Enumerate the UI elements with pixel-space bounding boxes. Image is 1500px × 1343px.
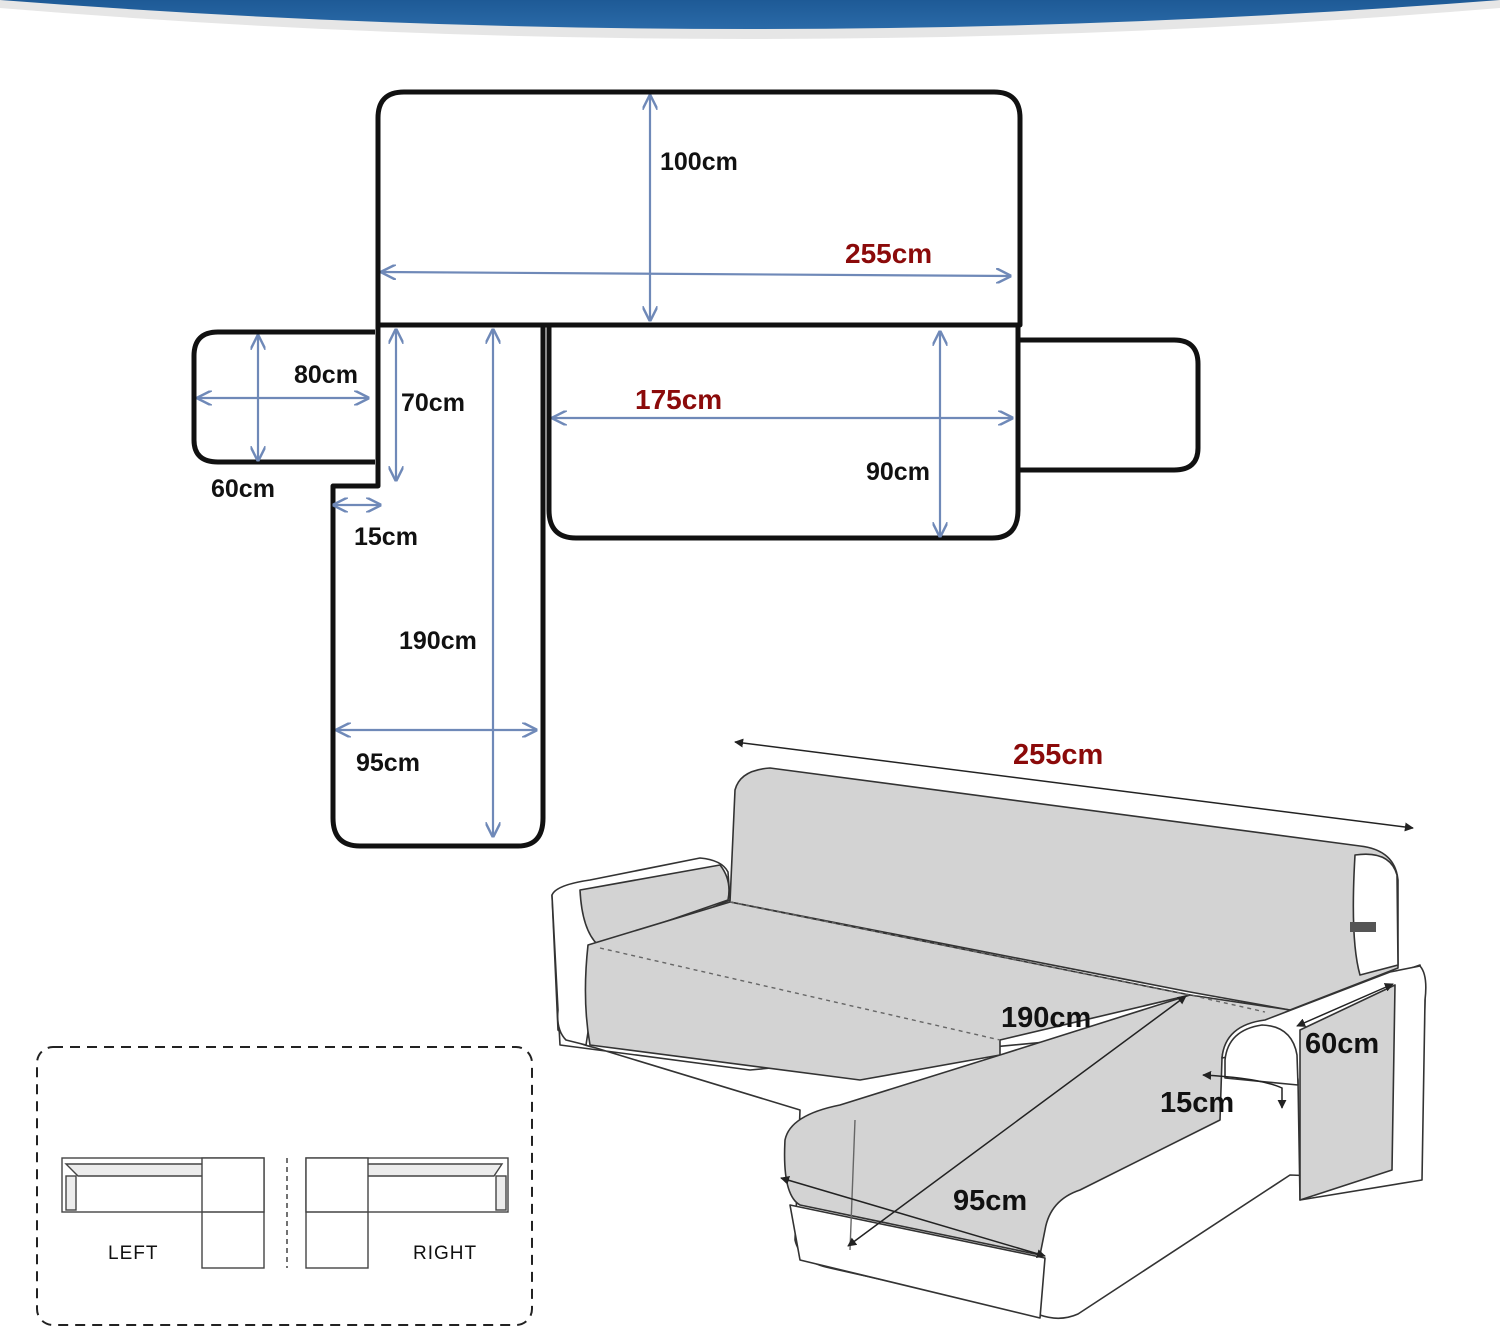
- sofa-label-chaise-length: 190cm: [1001, 1002, 1091, 1034]
- left-arm-panel: [191, 329, 375, 465]
- label-back-width: 255cm: [845, 238, 932, 269]
- label-gap-width: 15cm: [354, 523, 418, 551]
- right-label: RIGHT: [413, 1243, 477, 1264]
- sofa-label-top-width: 255cm: [1013, 739, 1103, 771]
- label-arm-length: 80cm: [294, 361, 358, 389]
- seat-panel: [546, 325, 1021, 541]
- flat-pattern: [191, 89, 1201, 849]
- back-panel: [375, 89, 1023, 328]
- sofa-illustration: [551, 767, 1427, 1320]
- label-seat-width: 175cm: [635, 384, 722, 415]
- flat-labels: 100cm 255cm 80cm 60cm 70cm 15cm 190cm 95…: [211, 148, 932, 777]
- label-arm-height: 60cm: [211, 475, 275, 503]
- left-sofa-icon: [61, 1157, 265, 1269]
- sofa-arrows: [734, 738, 1414, 1259]
- right-arm-panel: [1020, 337, 1201, 473]
- sofa-arm-height-arrow: [1296, 983, 1394, 1027]
- label-back-height: 100cm: [660, 148, 738, 176]
- sofa-label-arm-height: 60cm: [1305, 1028, 1379, 1060]
- flat-arrows: [198, 96, 1012, 836]
- label-chaise-width: 95cm: [356, 749, 420, 777]
- chaise-panel: [330, 325, 546, 849]
- label-seat-depth: 70cm: [401, 389, 465, 417]
- right-sofa-icon: [305, 1157, 509, 1269]
- orientation-box: LEFT RIGHT: [36, 1046, 533, 1326]
- sofa-label-chaise-width: 95cm: [953, 1185, 1027, 1217]
- label-chaise-length: 190cm: [399, 627, 477, 655]
- sofa-labels: 255cm 190cm 60cm 15cm 95cm: [953, 739, 1379, 1217]
- sofa-top-width-arrow: [734, 738, 1414, 832]
- label-seat-depth-right: 90cm: [866, 458, 930, 486]
- back-width-arrow: [382, 272, 1010, 276]
- top-banner: [0, 0, 1500, 39]
- sofa-chaise-width-arrow: [780, 1175, 1046, 1259]
- left-label: LEFT: [108, 1243, 158, 1264]
- sofa-label-gap-width: 15cm: [1160, 1087, 1234, 1119]
- sofa-gap-width-arrow: [1202, 1070, 1287, 1109]
